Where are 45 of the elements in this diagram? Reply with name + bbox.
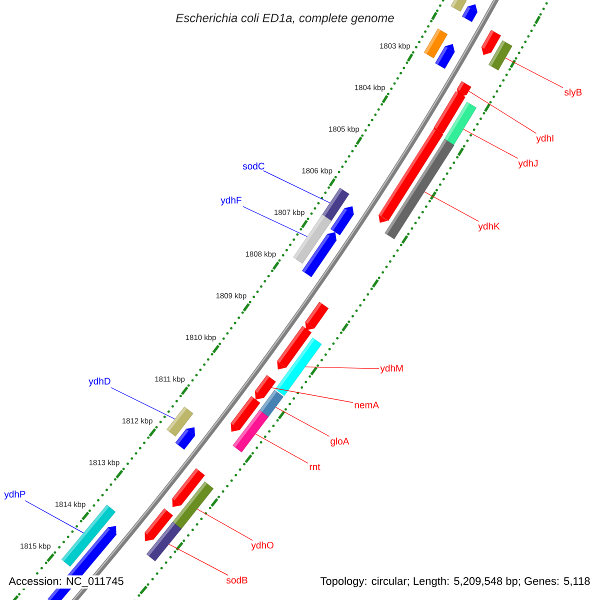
gene-block: [435, 44, 455, 69]
gene-block: [175, 427, 196, 450]
leader-line: [468, 90, 536, 134]
title: Escherichia coli ED1a, complete genome: [174, 12, 396, 26]
leader-line: [242, 206, 308, 237]
gene-label: sodB: [226, 576, 248, 584]
leader-line: [271, 387, 354, 403]
leader-line: [255, 434, 308, 464]
gene-block: [450, 0, 467, 12]
leader-line: [168, 544, 228, 576]
gene-label: ydhK: [478, 222, 500, 232]
gene-label: ydhM: [380, 364, 403, 374]
gene-block: [144, 508, 173, 542]
gene-block: [378, 128, 444, 223]
gene-block: [330, 206, 354, 236]
leader-line: [263, 170, 330, 204]
leader-line: [196, 508, 253, 541]
gene-label: ydhO: [251, 542, 274, 550]
gene-label: ydhF: [220, 196, 242, 206]
leader-line: [424, 192, 479, 222]
gene-label: nemA: [354, 402, 379, 408]
leader-line: [24, 500, 84, 534]
gene-block: [277, 326, 312, 370]
gene-block: [481, 30, 501, 55]
gene-block: [230, 396, 260, 432]
gene-block: [434, 91, 466, 136]
gene-block: [462, 4, 478, 22]
gene-label: ydhD: [88, 378, 110, 386]
gene-label: sodC: [242, 162, 264, 170]
footer-text: Accession: NC_011745: [7, 575, 126, 589]
leader-line: [275, 406, 330, 437]
gene-label: ydhJ: [518, 160, 538, 168]
gene-label: rnt: [310, 464, 320, 470]
gene-block: [172, 468, 205, 507]
gene-block: [302, 232, 337, 278]
gene-label: ydhP: [4, 490, 26, 500]
footer-text: Topology: circular; Length: 5,209,548 bp; Genes: 5,118: [318, 575, 592, 589]
leader-line: [305, 366, 380, 369]
leader-line: [110, 387, 176, 420]
gene-label: slyB: [564, 88, 582, 98]
leader-line: [463, 128, 518, 159]
gene-block: [305, 302, 329, 330]
gene-label: ydhI: [536, 134, 554, 144]
gene-label: gloA: [330, 438, 350, 446]
leader-line: [505, 58, 564, 88]
